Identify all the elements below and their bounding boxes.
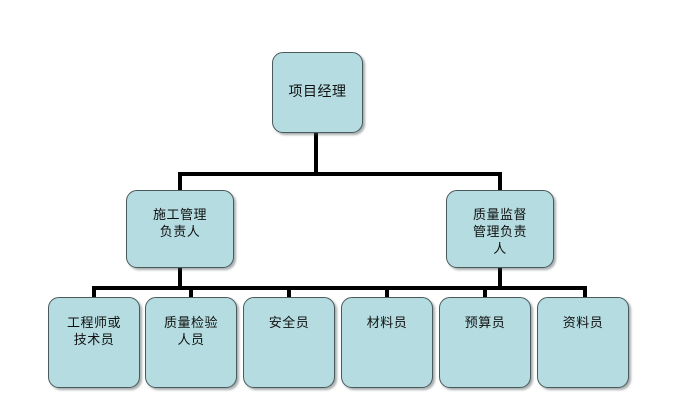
node-project-manager[interactable]: 项目经理: [272, 52, 363, 133]
connector-level2-bar: [178, 172, 502, 176]
connector-to-staff-2: [287, 286, 291, 299]
connector-to-manager-1: [498, 172, 502, 192]
connector-to-staff-1: [189, 286, 193, 299]
node-construction-management-lead[interactable]: 施工管理 负责人: [126, 190, 234, 268]
connector-to-staff-0: [92, 286, 96, 299]
connector-to-staff-3: [385, 286, 389, 299]
connector-to-staff-4: [483, 286, 487, 299]
node-materials-officer[interactable]: 材料员: [341, 297, 433, 388]
connector-to-manager-0: [178, 172, 182, 192]
node-safety-officer[interactable]: 安全员: [243, 297, 335, 388]
connector-manager-1-stem: [498, 268, 502, 289]
connector-to-staff-5: [583, 286, 587, 299]
node-quality-inspection-staff[interactable]: 质量检验 人员: [145, 297, 237, 388]
node-engineer-or-technician[interactable]: 工程师或 技术员: [48, 297, 140, 388]
connector-manager-0-stem: [178, 268, 182, 289]
connector-root-stem: [314, 133, 318, 175]
node-documentation-officer[interactable]: 资料员: [537, 297, 629, 388]
node-budget-officer[interactable]: 预算员: [439, 297, 531, 388]
connector-level3-bar: [92, 286, 587, 290]
node-quality-supervision-lead[interactable]: 质量监督 管理负责 人: [446, 190, 554, 268]
